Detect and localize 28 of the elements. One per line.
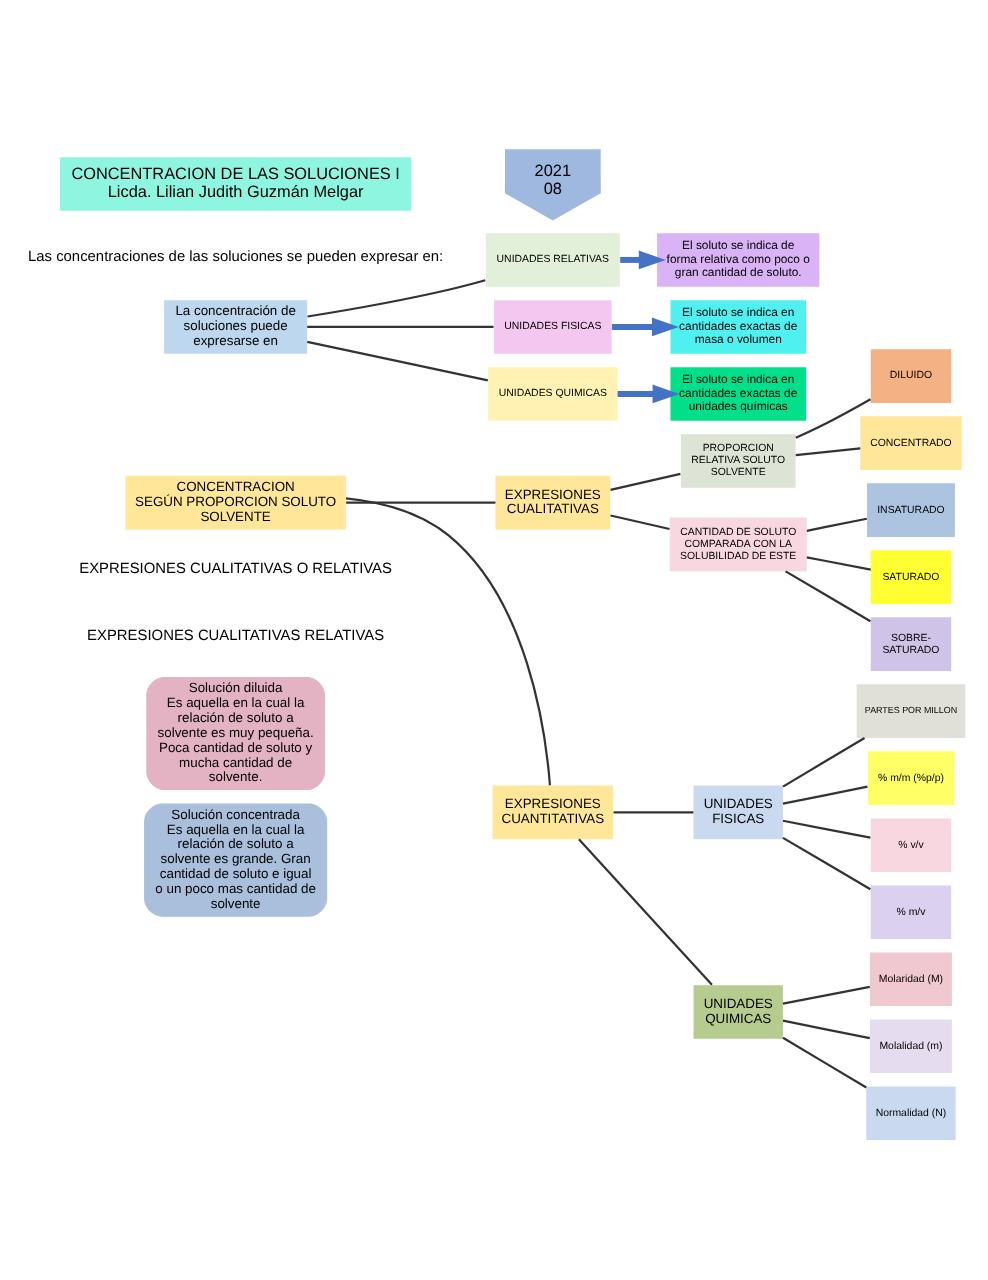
connector (782, 1018, 870, 1039)
connector (795, 446, 861, 456)
arrow (612, 316, 679, 336)
connector (782, 818, 871, 838)
connector (307, 339, 489, 381)
label: EXPRESIONES CUALITATIVAS RELATIVAS (87, 625, 385, 644)
connector (782, 835, 871, 890)
connector (782, 736, 866, 787)
arrow (617, 383, 680, 403)
connector (578, 837, 713, 985)
connector (613, 810, 694, 813)
connector (610, 513, 670, 530)
connector (307, 278, 486, 317)
label: Las concentraciones de las soluciones se pueden expresar en: (28, 245, 444, 264)
connector (782, 984, 870, 1004)
label: EXPRESIONES CUALITATIVAS O RELATIVAS (79, 558, 392, 577)
arrow (620, 249, 666, 269)
connector (782, 1035, 867, 1088)
connector (782, 784, 868, 804)
connector (307, 324, 494, 328)
connector (795, 397, 872, 438)
connector (345, 496, 552, 785)
node-box: CONCENTRACION DE LAS SOLUCIONES I Licda. Lilian Judith Guzmán Melgar (59, 156, 412, 210)
connector (806, 555, 871, 570)
connector (806, 516, 867, 531)
connector (610, 471, 681, 490)
connector (785, 569, 871, 622)
connector (346, 500, 496, 503)
